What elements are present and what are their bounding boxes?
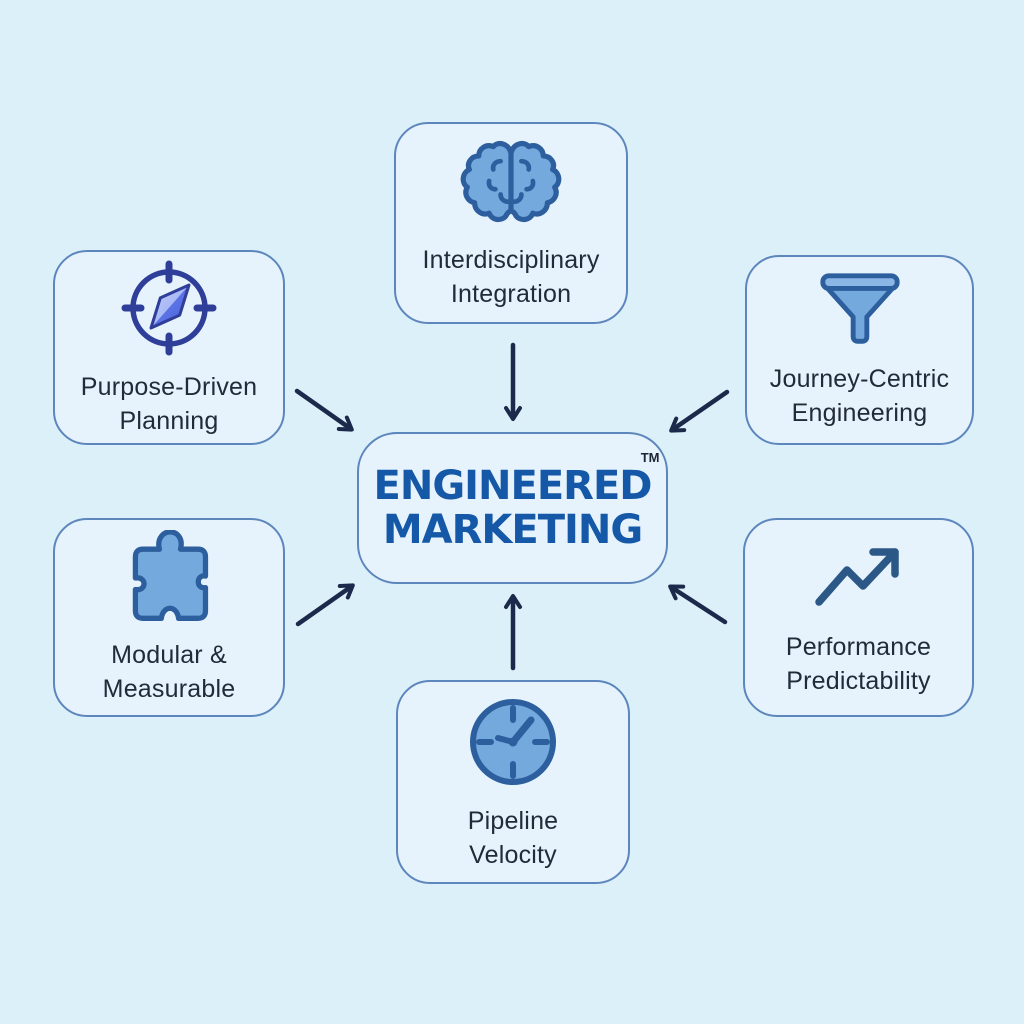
node-label-line1: Journey-Centric — [769, 365, 950, 393]
node-label-line1: Performance — [785, 632, 932, 661]
node-label-line1: Modular & — [111, 640, 227, 669]
brand-logo: TM ENGINEERED MARKETING — [373, 451, 660, 553]
arrow-lower-right-to-center — [668, 584, 728, 625]
node-card-purpose-driven-planning: Purpose-Driven Planning — [53, 250, 285, 445]
node-label: Performance Predictability — [786, 630, 931, 698]
trending-up-icon — [811, 538, 907, 618]
node-card-performance-predictability: Performance Predictability — [743, 518, 974, 717]
node-label: Interdisciplinary Integration — [422, 243, 599, 311]
node-label-line2: Engineering — [791, 399, 928, 427]
brain-icon — [459, 135, 563, 231]
node-label-line1: Interdisciplinary — [422, 246, 600, 274]
node-label: Modular & Measurable — [103, 638, 236, 706]
arrow-upper-right-to-center — [669, 389, 730, 433]
node-label: Journey-Centric Engineering — [770, 362, 949, 430]
funnel-icon — [816, 270, 904, 350]
node-label-line2: Integration — [450, 280, 572, 308]
node-label: Pipeline Velocity — [468, 804, 559, 872]
node-card-journey-centric-engineering: Journey-Centric Engineering — [745, 255, 974, 445]
node-label-line2: Planning — [119, 406, 219, 435]
arrow-upper-left-to-center — [294, 388, 354, 432]
clock-icon — [463, 692, 563, 792]
node-label-line2: Predictability — [786, 666, 931, 695]
node-label-line2: Measurable — [102, 674, 236, 703]
node-label-line1: Purpose-Driven — [80, 372, 258, 401]
trademark-mark: TM — [640, 450, 660, 465]
node-label-line1: Pipeline — [467, 807, 559, 835]
puzzle-icon — [121, 529, 217, 626]
brand-line-1: ENGINEERED — [373, 463, 653, 509]
brand-line-2: MARKETING — [382, 507, 643, 553]
center-brand-card: TM ENGINEERED MARKETING — [357, 432, 668, 584]
node-card-pipeline-velocity: Pipeline Velocity — [396, 680, 630, 884]
node-label-line2: Velocity — [469, 841, 557, 869]
node-card-interdisciplinary-integration: Interdisciplinary Integration — [394, 122, 628, 324]
compass-icon — [119, 258, 219, 358]
node-label: Purpose-Driven Planning — [81, 370, 257, 438]
node-card-modular-measurable: Modular & Measurable — [53, 518, 285, 717]
arrow-lower-left-to-center — [295, 583, 355, 627]
